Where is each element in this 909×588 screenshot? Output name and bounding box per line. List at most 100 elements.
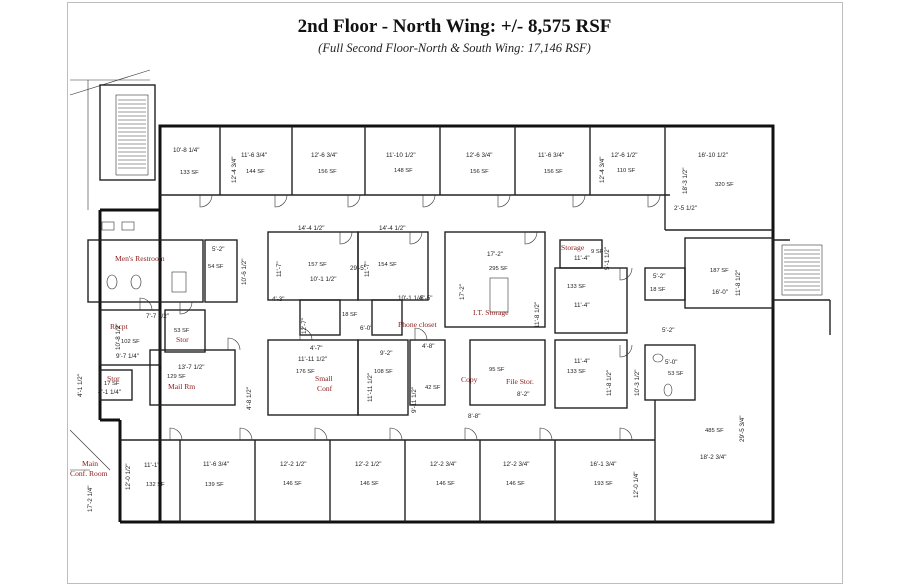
left-rooms [87, 221, 238, 406]
office-area: 156 SF [544, 169, 563, 175]
stair-upper-left [115, 94, 149, 176]
door-swing [414, 327, 428, 341]
office-dimension: 12'-6 3/4" [311, 152, 338, 159]
door-swing [139, 297, 153, 311]
dimension: 4'-7" [310, 345, 323, 352]
dimension: 9'-11 1/2" [411, 387, 418, 413]
office-area: 156 SF [318, 169, 337, 175]
dimension: 18'-2 3/4" [700, 454, 727, 461]
office-dimension: 11'-10 1/2" [386, 152, 416, 159]
dimension: 12'-0 1/4" [633, 471, 640, 498]
room-label: Stor [107, 374, 120, 383]
office-dimension: 11'-6 3/4" [241, 152, 267, 159]
dimension: 5'-5" [420, 295, 433, 302]
central-core [267, 231, 546, 416]
area: 485 SF [705, 428, 724, 434]
area: 176 SF [296, 369, 315, 375]
dimension: 5'-2" [662, 327, 675, 334]
room-names: Men's Restroom Recpt Stor Mail Rm Stor M… [70, 243, 585, 478]
door-swing [169, 427, 183, 441]
plan-subtitle: (Full Second Floor-North & South Wing: 1… [318, 41, 591, 55]
room-label: File Stor. [506, 377, 534, 386]
office-area: 146 SF [360, 481, 379, 487]
room-label: Conf. Room [70, 469, 108, 478]
area: 18 SF [342, 312, 358, 318]
door-swing [314, 427, 328, 441]
dimension: 4'-8" [422, 343, 435, 350]
door-swing [199, 194, 213, 208]
door-swing [572, 194, 586, 208]
dimension: 4'-1 1/4" [98, 389, 121, 396]
dimension: 12'-0 1/2" [125, 463, 132, 490]
area: 17 SF [104, 381, 120, 387]
area: 53 SF [174, 328, 190, 334]
door-swing [239, 427, 253, 441]
office-dimension: 12'-2 3/4" [503, 461, 530, 468]
dimension: 11'-4" [574, 255, 590, 262]
top-office-annotations: 10'-8 1/4" 133 SF 11'-6 3/4" 144 SF 12'-… [173, 147, 734, 188]
vertical-annotations: 12'-4 3/4" 12'-4 3/4" 18'-3 1/2" 11'-7" … [77, 156, 746, 512]
door-swing [227, 337, 241, 351]
door-swing [497, 194, 511, 208]
dimension: 10'-3 1/2" [634, 369, 641, 396]
office-area: 320 SF [715, 182, 734, 188]
door-swings [139, 194, 661, 441]
dimension: 2'-5 1/2" [674, 205, 697, 212]
dimension: 18'-3 1/2" [682, 167, 689, 194]
door-swing [464, 427, 478, 441]
dimension: 11'-11 1/2" [367, 373, 374, 402]
dimension: 5'-2" [653, 273, 666, 280]
stair-right [773, 239, 831, 335]
dimension: 17'-2" [487, 251, 503, 258]
office-dimension: 11'-6 3/4" [203, 461, 229, 468]
dimension: 11'-8 1/2" [606, 370, 613, 396]
room-label: Main [82, 459, 98, 468]
door-swing [524, 231, 538, 245]
office-area: 133 SF [180, 170, 199, 176]
office-dimension: 10'-8 1/4" [173, 147, 200, 154]
dimension: 11'-8 1/2" [735, 270, 742, 296]
office-dimension: 12'-2 1/2" [355, 461, 382, 468]
dimension: 29'-5 3/4" [739, 415, 746, 442]
room-label: Stor [176, 335, 189, 344]
dimension: 12'-4 3/4" [599, 156, 606, 183]
area: 18 SF [650, 287, 666, 293]
room-label: Storage [561, 243, 585, 252]
office-area: 146 SF [436, 481, 455, 487]
dimension: 10'-6 1/2" [241, 258, 248, 285]
dimension: 8'-8" [468, 413, 481, 420]
door-swing [339, 231, 353, 245]
dimension: 10'-1 1/2" [310, 276, 337, 283]
office-dimension: 12'-2 3/4" [430, 461, 457, 468]
office-dimension: 12'-6 3/4" [466, 152, 493, 159]
dimension: 4'-3" [272, 296, 285, 303]
office-area: 110 SF [617, 168, 636, 174]
door-swing [619, 427, 633, 441]
dimension: 17'-2" [459, 284, 466, 300]
bottom-office-row [120, 400, 656, 522]
right-inner-rooms [554, 237, 774, 409]
dimension: 11'-11 1/2" [298, 356, 327, 363]
office-dimension: 16'-10 1/2" [698, 152, 728, 159]
dimension: 10'-8 1/2" [115, 323, 122, 350]
door-swing [409, 231, 423, 245]
room-label: Phone closet [398, 320, 437, 329]
dimension: 5'-0" [665, 359, 678, 366]
area: 108 SF [374, 369, 393, 375]
area: 133 SF [567, 284, 586, 290]
room-label: Men's Restroom [115, 254, 165, 263]
room-label: Small [315, 374, 333, 383]
dimension: 11'-8 1/2" [534, 302, 541, 328]
area: 187 SF [710, 268, 729, 274]
room-label: Recpt [110, 322, 129, 331]
area: 102 SF [121, 339, 140, 345]
office-area: 132 SF [146, 482, 165, 488]
dimension: 7'-7 1/2" [146, 313, 169, 320]
office-area: 139 SF [205, 482, 224, 488]
office-area: 144 SF [246, 169, 265, 175]
dimension: 29'-5" [350, 265, 366, 272]
dimension: 12'-7" [301, 318, 308, 334]
area: 9 SF [591, 249, 604, 255]
office-area: 193 SF [594, 481, 613, 487]
